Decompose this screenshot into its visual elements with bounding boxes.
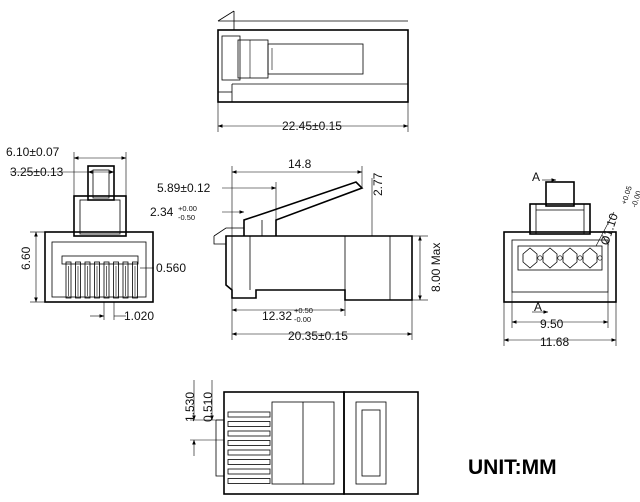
hole-diameter-dim: Ø1.10 [598,211,622,247]
front-contact-width-dim: 0.560 [156,261,186,275]
front-contact-pin [84,261,91,299]
bottom-contact-pin [227,411,271,418]
top-view: 22.45±0.15 [217,10,409,133]
section-marker-top: A [532,170,540,184]
latch-height-tol-upper: +0.00 [178,204,197,213]
front-contact-pin [113,261,119,299]
front-view: 6.10±0.07 3.25±0.13 6.60 0.560 1.020 [6,145,186,323]
front-contact-pin [94,261,100,299]
bottom-contact-pin [227,468,271,475]
bottom-dim-b: 0.510 [201,392,215,422]
cavity-hole [597,255,603,261]
bottom-contacts [227,411,271,484]
latch-length-dim: 14.8 [288,157,312,171]
body-length-dim: 12.32 [262,309,292,323]
front-contact-band [61,255,139,265]
front-contact-pin [65,261,72,299]
latch-offset-dim: 5.89±0.12 [157,181,211,195]
front-contact-pin [122,261,129,299]
cavity-hole [577,255,583,261]
bottom-contact-pin [227,449,271,456]
front-outer-width-dim: 6.10±0.07 [6,145,60,159]
end-outer-width-dim: 11.68 [540,335,569,349]
front-pitch-dim: 1.020 [124,309,154,323]
contact-cavity [582,247,598,269]
cavity-hole [537,255,543,261]
bottom-view: 1.530 0.510 [183,380,419,495]
front-height-dim: 6.60 [19,246,33,270]
bottom-contact-pin [227,440,271,446]
bottom-contact-pin [227,421,271,427]
height-max-dim: 8.00 Max [429,243,443,292]
end-view: A A Ø1.10 +0.05 -0.00 9.50 11.68 [503,170,640,349]
hole-tol-lower: -0.00 [629,190,640,209]
latch-thickness-dim: 2.77 [371,172,385,196]
cavity-frame [517,245,603,271]
front-contact-pin [132,261,138,299]
body-length-tol-upper: +0.50 [294,306,313,315]
latch-height-tol-lower: -0.50 [178,213,195,222]
contact-cavity [522,247,538,269]
front-contacts [61,255,139,299]
end-cavities [517,245,603,271]
top-width-dim: 22.45±0.15 [282,119,342,133]
front-contact-pin [75,261,81,299]
side-view: 14.8 5.89±0.12 2.34 +0.00 -0.50 2.77 8.0… [150,157,443,343]
front-contact-pin [103,261,110,299]
unit-label: UNIT:MM [468,456,557,479]
front-inner-width-dim: 3.25±0.13 [10,165,64,179]
bottom-dim-a: 1.530 [183,392,197,422]
latch-height-dim: 2.34 [150,205,174,219]
body-length-tol-lower: -0.00 [294,315,311,324]
bottom-contact-pin [227,459,271,465]
section-marker-bottom: A [534,300,542,314]
contact-cavity [562,247,578,269]
bottom-contact-pin [227,478,271,484]
overall-length-dim: 20.35±0.15 [288,329,348,343]
contact-cavity [542,247,558,269]
end-inner-width-dim: 9.50 [540,317,564,331]
bottom-contact-pin [227,430,271,437]
cavity-hole [557,255,563,261]
